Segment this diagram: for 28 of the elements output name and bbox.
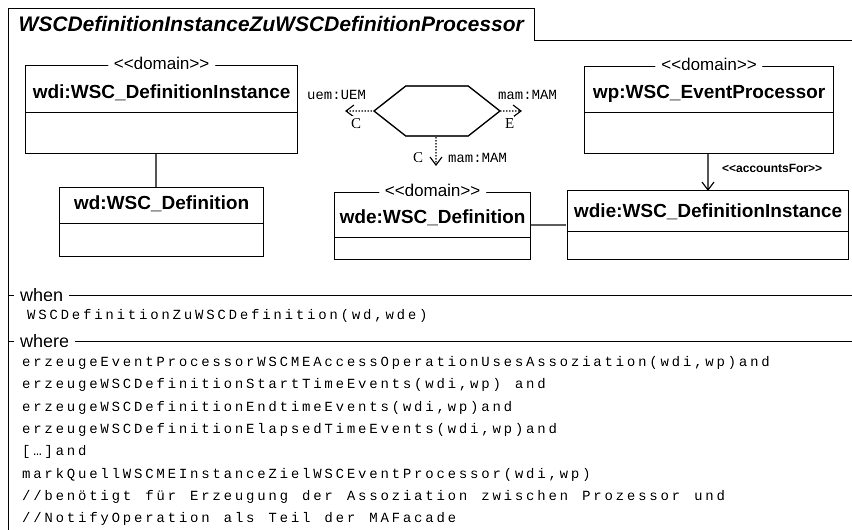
comment-line: //NotifyOperation als Teil der MAFacade (22, 511, 459, 528)
connector-line (530, 224, 566, 226)
connector-line (155, 154, 157, 187)
object-name: wd:WSC_Definition (72, 193, 250, 215)
object-box (567, 190, 849, 260)
code-line: erzeugeEventProcessorWSCMEAccessOperationUsesAssoziation(wdi,wp)and (22, 355, 772, 371)
code-line: erzeugeWSCDefinitionEndtimeEvents(wdi,wp)and (22, 400, 515, 416)
code-line: markQuellWSCMEInstanceZielWSCEventProcessor(wdi,wp) (22, 466, 594, 482)
object-name: wdi:WSC_DefinitionInstance (32, 82, 292, 104)
arrow (701, 154, 715, 191)
comment-line: //benötigt für Erzeugung der Assoziation zwischen Prozessor und (22, 488, 728, 505)
domain-label: mam:MAM (448, 151, 508, 167)
diagram-frame (8, 8, 852, 530)
object-name: wde:WSC_Definition (339, 207, 526, 229)
arrow (500, 104, 522, 118)
arrow (345, 104, 372, 118)
object-name: wp:WSC_EventProcessor (592, 82, 826, 104)
object-box (59, 187, 264, 257)
code-line: WSCDefinitionZuWSCDefinition(wd,wde) (27, 308, 430, 324)
code-line: erzeugeWSCDefinitionElapsedTimeEvents(wdi,wp)and (22, 422, 560, 438)
domain-label: uem:UEM (307, 88, 367, 104)
domain-label: mam:MAM (498, 88, 558, 104)
code-line: erzeugeWSCDefinitionStartTimeEvents(wdi,wp) and (22, 377, 548, 394)
stereotype-label: <<accountsFor>> (722, 161, 822, 175)
object-name: wdie:WSC_DefinitionInstance (572, 201, 844, 223)
arrow (429, 137, 443, 166)
code-line: […]and (22, 444, 90, 460)
frame-title: WSCDefinitionInstanceZuWSCDefinitionProcessor (8, 8, 535, 41)
